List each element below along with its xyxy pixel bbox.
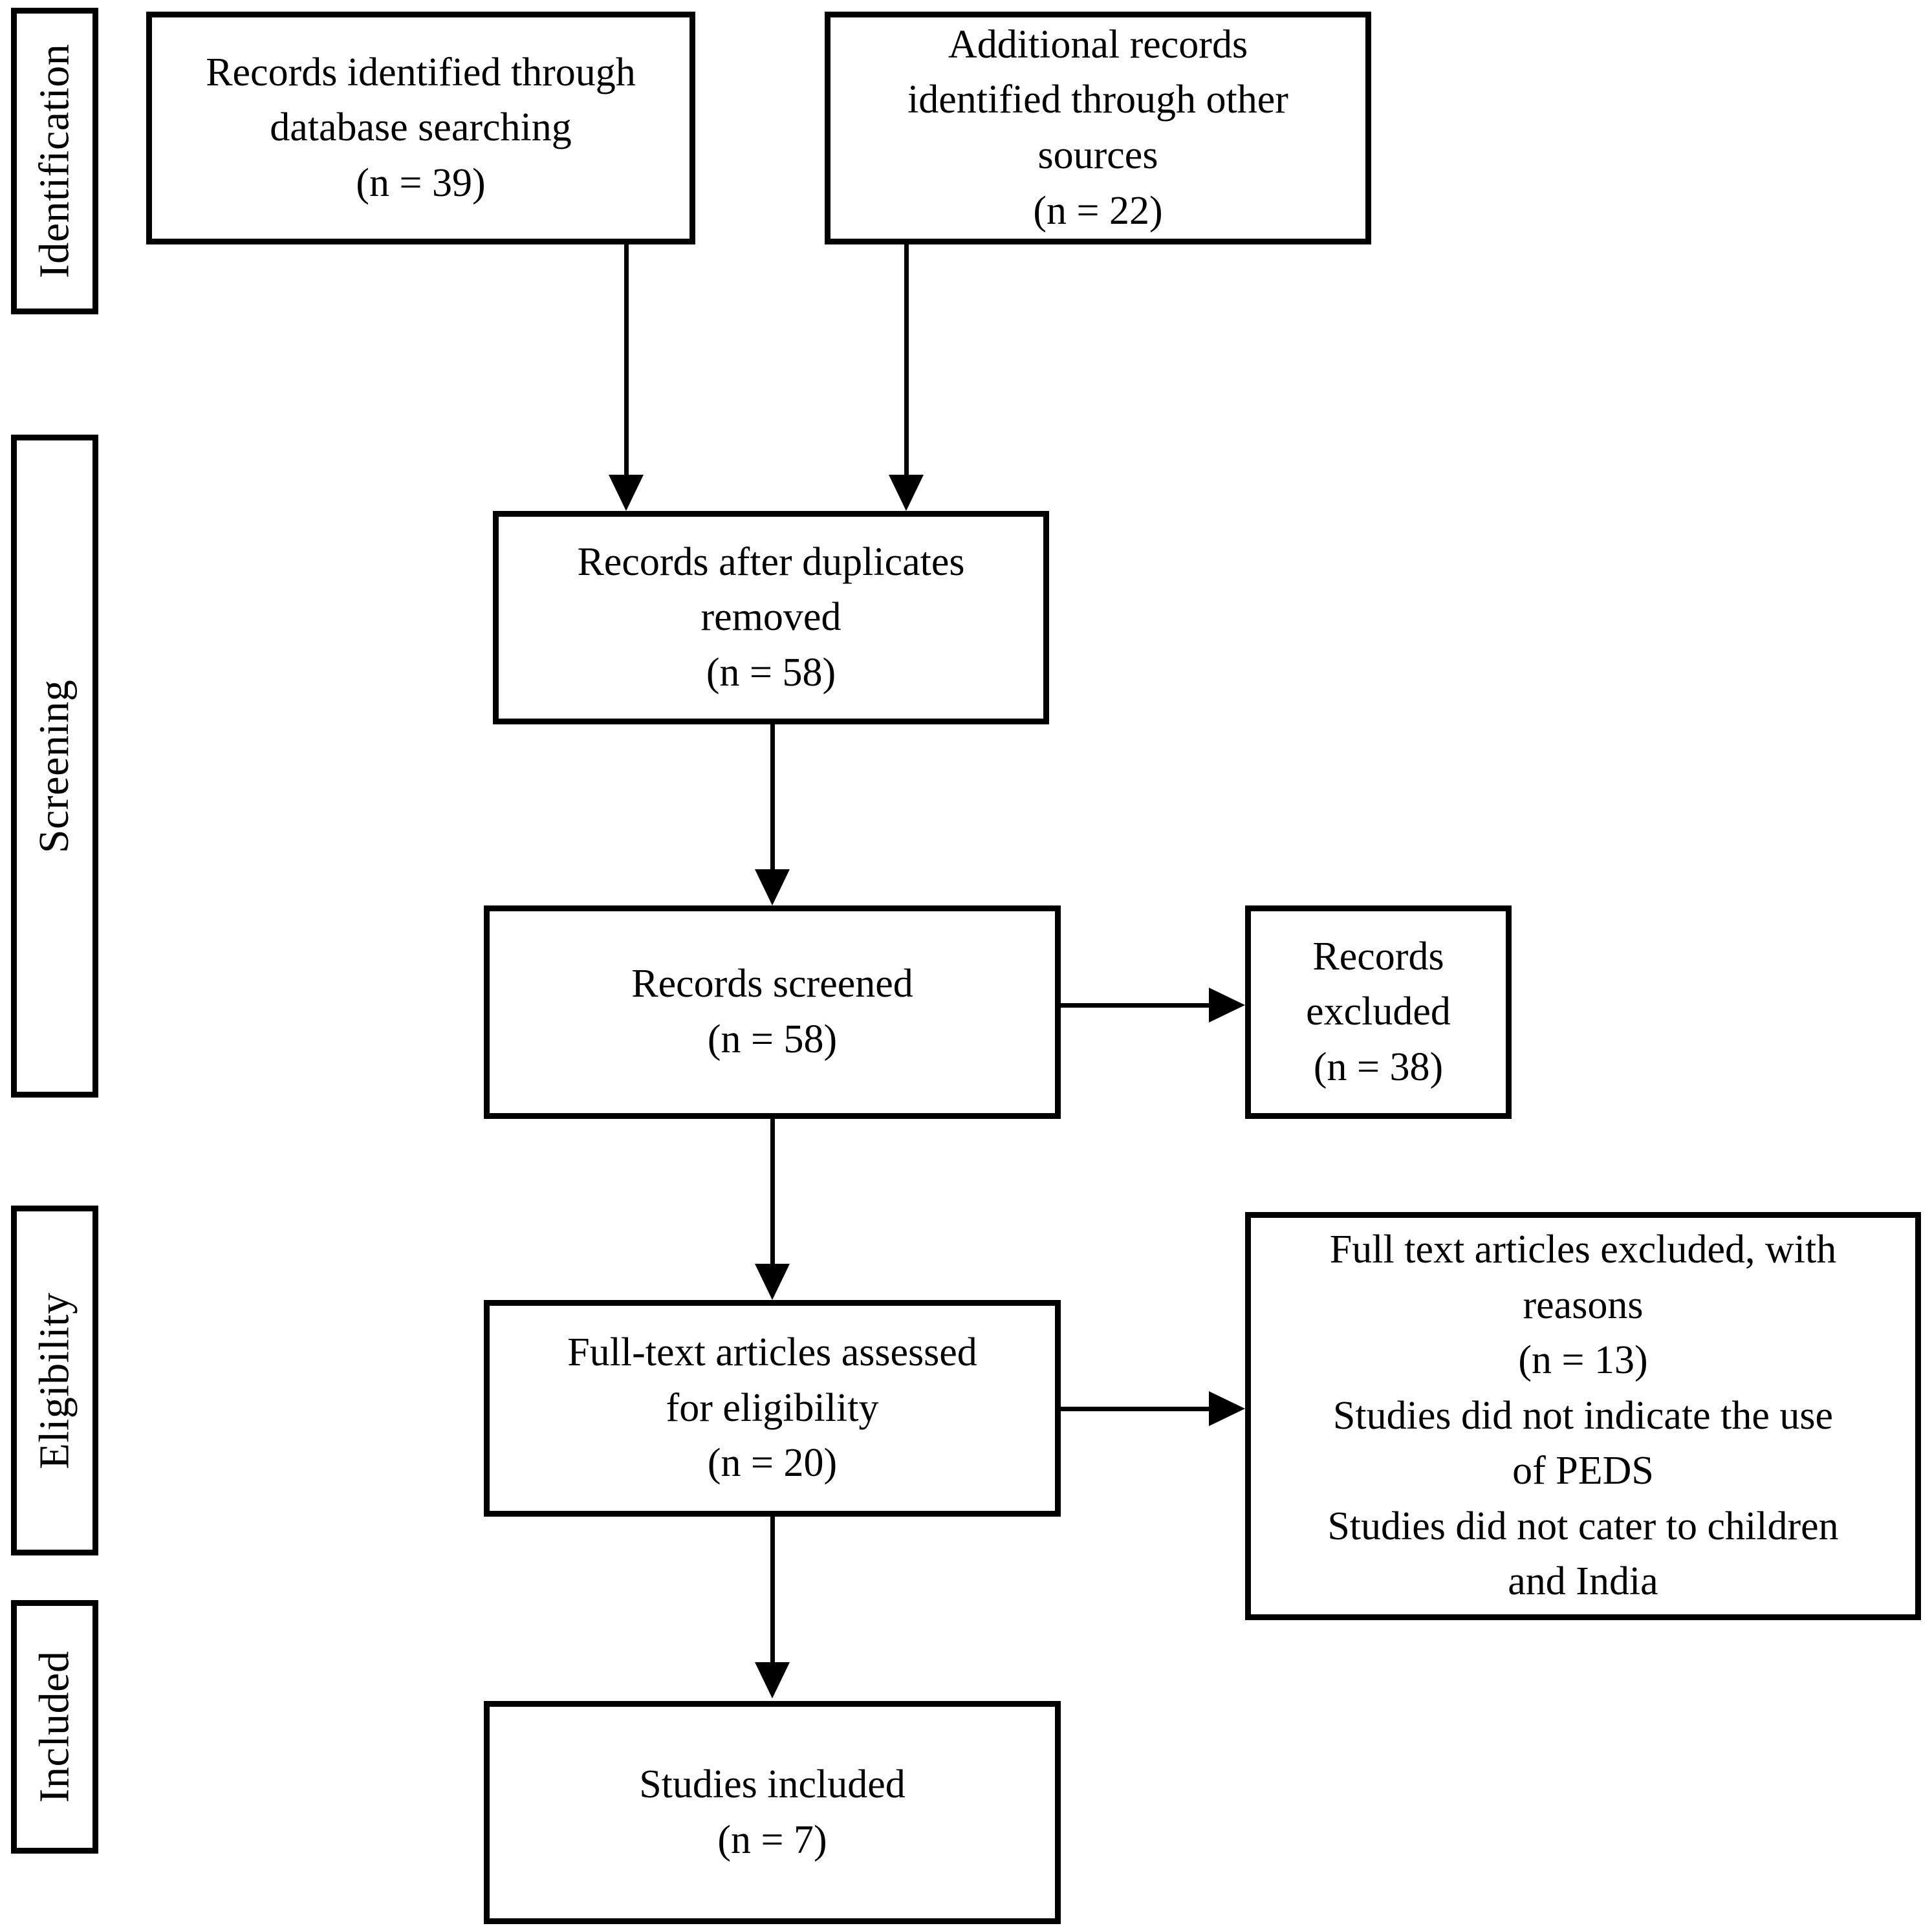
box-line: sources (1037, 133, 1158, 177)
box-line: database searching (270, 105, 572, 150)
box-records-after-duplicates-removed: Records after duplicates removed (n = 58… (493, 511, 1049, 724)
box-line: Full text articles excluded, with (1329, 1228, 1837, 1272)
box-line: removed (700, 595, 841, 640)
box-line: Records screened (631, 962, 913, 1006)
box-count: (n = 58) (706, 650, 836, 695)
arrowhead-other-sources-to-duplicates (889, 475, 924, 511)
box-records-excluded: Records excluded (n = 38) (1245, 905, 1512, 1119)
box-line: of PEDS (1512, 1449, 1654, 1493)
box-fulltext-articles-assessed: Full-text articles assessed for eligibil… (484, 1300, 1061, 1517)
box-count: (n = 20) (707, 1441, 838, 1486)
box-line: Studies did not indicate the use (1332, 1393, 1834, 1438)
box-count: (n = 22) (1033, 188, 1163, 233)
connector-screened-to-excluded (1061, 1003, 1211, 1008)
arrowhead-fulltext-to-excluded-reasons (1209, 1391, 1245, 1426)
box-additional-records-other-sources: Additional records identified through ot… (825, 12, 1371, 244)
stage-box-eligibility: Eligibility (11, 1206, 98, 1555)
stage-label-eligibility: Eligibility (30, 1292, 78, 1469)
connector-db-search-to-duplicates (624, 244, 629, 475)
box-count: (n = 13) (1518, 1338, 1648, 1383)
connector-fulltext-to-excluded-reasons (1061, 1407, 1211, 1411)
connector-duplicates-to-screened (770, 724, 775, 869)
stage-box-screening: Screening (11, 435, 98, 1098)
box-count: (n = 38) (1313, 1045, 1444, 1089)
arrowhead-db-search-to-duplicates (609, 475, 644, 511)
connector-screened-to-fulltext (770, 1119, 775, 1264)
stage-label-screening: Screening (30, 679, 78, 853)
box-line: Additional records (948, 22, 1248, 67)
box-records-screened: Records screened (n = 58) (484, 905, 1061, 1119)
box-count: (n = 7) (717, 1817, 827, 1862)
box-line: and India (1508, 1559, 1658, 1604)
box-line: Studies did not cater to children (1327, 1504, 1839, 1548)
connector-fulltext-to-included (770, 1517, 775, 1662)
stage-label-identification: Identification (30, 43, 78, 279)
box-line: Records after duplicates (577, 539, 965, 584)
box-records-identified-database: Records identified through database sear… (146, 12, 695, 244)
box-studies-included: Studies included (n = 7) (484, 1701, 1061, 1924)
box-line: Studies included (639, 1762, 906, 1806)
box-line: Records identified through (206, 50, 636, 94)
arrowhead-screened-to-fulltext (755, 1264, 790, 1300)
arrowhead-screened-to-excluded (1209, 988, 1245, 1023)
stage-box-included: Included (11, 1600, 98, 1854)
box-line: for eligibility (666, 1385, 879, 1430)
box-fulltext-articles-excluded-with-reasons: Full text articles excluded, with reason… (1245, 1212, 1921, 1620)
box-line: reasons (1523, 1283, 1644, 1327)
box-count: (n = 58) (707, 1017, 838, 1061)
arrowhead-duplicates-to-screened (755, 869, 790, 905)
box-line: Full-text articles assessed (567, 1330, 977, 1375)
stage-label-included: Included (30, 1651, 78, 1803)
box-line: identified through other (907, 78, 1288, 122)
stage-box-identification: Identification (11, 8, 98, 314)
box-count: (n = 39) (356, 160, 486, 205)
box-line: Records excluded (1306, 934, 1451, 1034)
arrowhead-fulltext-to-included (755, 1662, 790, 1698)
connector-other-sources-to-duplicates (904, 244, 909, 475)
